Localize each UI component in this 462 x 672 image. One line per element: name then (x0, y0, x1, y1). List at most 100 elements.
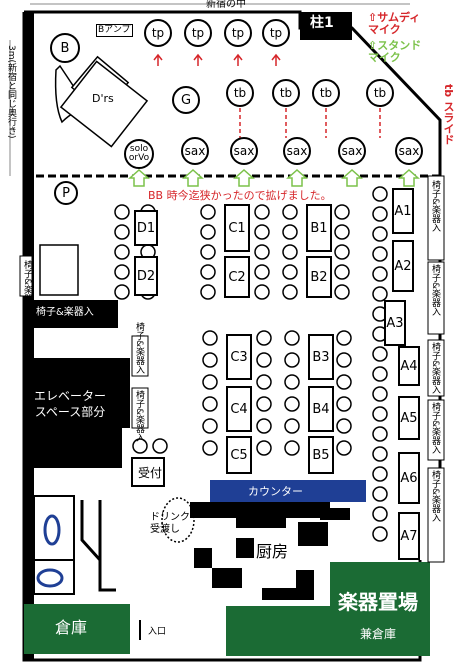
chair (200, 224, 216, 240)
top-label: 新宿の中 (206, 0, 246, 10)
chair (336, 374, 352, 390)
sink (36, 568, 64, 588)
instrument-area-green (330, 562, 430, 620)
sax-position: sax (338, 137, 366, 165)
storage-label: 倉庫 (55, 618, 88, 637)
wall-lines (80, 500, 116, 592)
chair-storage-label: 椅子&楽器入 (134, 390, 144, 443)
chair (372, 366, 388, 382)
chair (282, 244, 298, 260)
kitchen-block (320, 508, 350, 520)
chair (114, 204, 130, 220)
chair-storage-panel (427, 339, 445, 397)
chair (336, 330, 352, 346)
chair (202, 352, 218, 368)
chair (256, 396, 272, 412)
drink-pickup-zone (161, 497, 195, 543)
chair (372, 506, 388, 522)
sax-position: sax (283, 137, 311, 165)
chair (372, 426, 388, 442)
table-c3: C3 (226, 334, 252, 380)
chair (114, 284, 130, 300)
stand-mic-label: ⇧スタンド マイク (368, 39, 422, 65)
counter-bar (190, 502, 330, 518)
trumpet-position: tp (224, 19, 252, 47)
chair (334, 224, 350, 240)
drum-kit (59, 60, 149, 148)
green-mic-arrow (398, 168, 420, 187)
chair-storage-label: 椅子&楽器入 (430, 342, 440, 395)
chair (372, 486, 388, 502)
chair (372, 186, 388, 202)
chair (254, 244, 270, 260)
table-c5: C5 (226, 436, 252, 474)
chair (114, 244, 130, 260)
kitchen-block (194, 548, 212, 568)
table-d2: D2 (134, 256, 158, 296)
chair (254, 224, 270, 240)
table-b1: B1 (306, 204, 332, 252)
stage-note: BB 時今迄狭かったので拡げました。 (148, 189, 332, 202)
storage-green (24, 604, 130, 654)
chair-storage-panel (427, 175, 445, 261)
green-mic-arrow (233, 168, 255, 187)
chair (336, 440, 352, 456)
drums-label: D'rs (92, 92, 114, 105)
kitchen-block (236, 518, 286, 528)
elevator-block (24, 358, 122, 468)
chair (372, 266, 388, 282)
table-b5: B5 (308, 436, 334, 474)
chair-storage-label: 椅子&楽器入 (430, 264, 440, 317)
chair (254, 264, 270, 280)
chair (254, 284, 270, 300)
chair (372, 246, 388, 262)
depth-note: 3m(新宿と同じ奥行き) (6, 45, 16, 139)
chair-storage-label: 椅子&楽器入 (430, 470, 440, 523)
chair (114, 224, 130, 240)
sax-position: sax (230, 137, 258, 165)
kitchen-block (296, 570, 314, 600)
chair-storage-label: 椅子&楽器入 (430, 180, 440, 233)
table-a3: A3 (384, 300, 406, 346)
chair (254, 204, 270, 220)
chair (256, 440, 272, 456)
kitchen-block (212, 568, 242, 588)
elevator-label: エレベーター スペース部分 (34, 389, 107, 420)
table-a4: A4 (398, 346, 420, 386)
chair (282, 204, 298, 220)
table-b4: B4 (308, 386, 334, 432)
chair (256, 418, 272, 434)
chair (372, 466, 388, 482)
chair (372, 286, 388, 302)
chair (282, 284, 298, 300)
trombone-position: tb (226, 79, 254, 107)
chair (334, 264, 350, 280)
chair (200, 264, 216, 280)
bass-amp-label: Bアンプ (96, 24, 133, 37)
reception-desk (131, 457, 165, 487)
red-mic-arrow (153, 53, 163, 66)
chair (372, 386, 388, 402)
side-bin (19, 255, 33, 297)
chair (132, 438, 148, 454)
table-c4: C4 (226, 386, 252, 432)
chair (372, 446, 388, 462)
green-mic-arrow (286, 168, 308, 187)
pillar-label: 柱1 (310, 15, 334, 31)
piano-position: P (54, 181, 78, 205)
chair (256, 330, 272, 346)
chair (202, 374, 218, 390)
table-a5: A5 (398, 396, 420, 440)
chair (284, 330, 300, 346)
guitar-position: G (172, 86, 200, 114)
instrument-area-label: 楽器置場 (338, 590, 418, 614)
table-b3: B3 (308, 334, 334, 380)
trombone-position: tb (312, 79, 340, 107)
chair (372, 226, 388, 242)
chair (256, 374, 272, 390)
chair (336, 396, 352, 412)
chair (334, 284, 350, 300)
sax-position: sax (181, 137, 209, 165)
